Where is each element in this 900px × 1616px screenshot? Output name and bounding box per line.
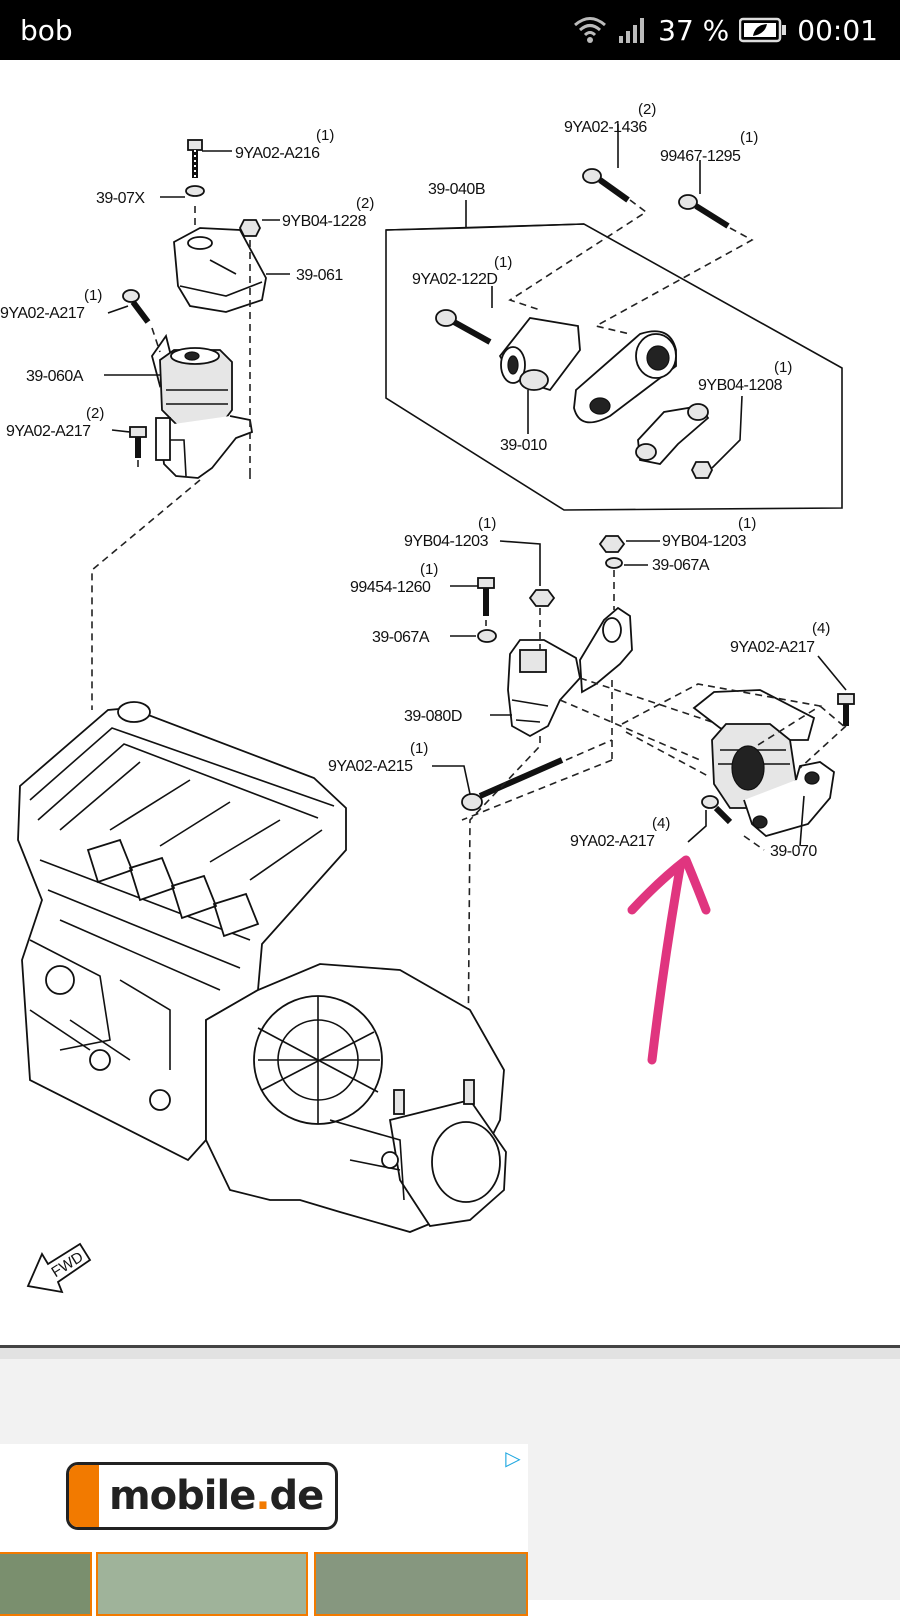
washer-07x-icon — [185, 185, 205, 197]
label-a217-far: 9YA02-A217 — [730, 639, 815, 656]
ad-choices-icon[interactable]: ▷ — [505, 1448, 521, 1470]
label-1208: 9YB04-1208 — [698, 377, 783, 394]
logo-suffix: de — [269, 1473, 325, 1519]
mount-080d-group — [432, 535, 719, 1061]
label-1203-left: 9YB04-1203 — [404, 533, 489, 550]
ad-thumbnail[interactable] — [314, 1552, 528, 1616]
washer-067a-right-icon — [605, 557, 623, 569]
label-99454: 99454-1260 — [350, 579, 431, 596]
mount-060a-icon — [151, 333, 254, 479]
bolt-a216-icon — [187, 139, 203, 178]
battery-percent: 37 % — [658, 13, 730, 47]
bolt-99454-icon — [477, 577, 495, 616]
mount-070-group — [621, 655, 855, 851]
carrier-name: bob — [20, 14, 73, 47]
nut-1203-left-icon — [528, 589, 556, 607]
pink-arrow-annotation — [627, 855, 711, 1065]
bolt-1436-icon — [582, 168, 630, 203]
bolt-a217-top-icon — [122, 289, 151, 324]
label-010: 39-010 — [500, 437, 547, 454]
ad-banner[interactable]: ▷ mobile.de — [0, 1444, 528, 1616]
label-122d-qty: (1) — [494, 254, 512, 271]
label-1203-right-qty: (1) — [738, 515, 756, 532]
label-1228: 9YB04-1228 — [282, 213, 367, 230]
nut-1203-right-icon — [598, 535, 626, 553]
signal-icon — [619, 18, 645, 43]
label-a217-low: 9YA02-A217 — [570, 833, 655, 850]
engine-mount-diagram: FWD 9YA02-A216 (1) 39-07X 9YB04-1228 (2)… — [0, 60, 900, 1350]
logo-text: mobile.de — [99, 1473, 325, 1519]
mount-070-icon — [692, 689, 835, 837]
label-1228-qty: (2) — [356, 195, 374, 212]
logo-accent — [69, 1465, 99, 1527]
clock: 00:01 — [797, 13, 878, 47]
nut-1228-icon — [238, 219, 262, 237]
label-a215: 9YA02-A215 — [328, 758, 413, 775]
label-a216-qty: (1) — [316, 127, 334, 144]
label-07x: 39-07X — [96, 190, 145, 207]
logo-prefix: mobile — [109, 1473, 256, 1519]
ad-thumbnail[interactable] — [0, 1552, 92, 1616]
label-a216: 9YA02-A216 — [235, 145, 320, 162]
ad-strip: ▷ mobile.de — [0, 1359, 900, 1616]
labels: 9YA02-A216 (1) 39-07X 9YB04-1228 (2) 39-… — [0, 101, 830, 860]
label-080d: 39-080D — [404, 708, 462, 725]
bolt-a217-left-icon — [129, 426, 147, 458]
box-040b-group — [385, 124, 843, 511]
label-1203-right: 9YB04-1203 — [662, 533, 747, 550]
label-a217-top: 9YA02-A217 — [0, 305, 85, 322]
status-bar: bob 37 % 00:01 — [0, 0, 900, 60]
bolt-1295-icon — [678, 194, 730, 229]
bushing-010-icon — [498, 317, 581, 392]
label-a215-qty: (1) — [410, 740, 428, 757]
nut-1208-icon — [690, 461, 714, 479]
battery-icon — [739, 17, 787, 43]
transmission-icon — [205, 963, 507, 1233]
label-99467: 99467-1295 — [660, 148, 741, 165]
diagram-svg: FWD 9YA02-A216 (1) 39-07X 9YB04-1228 (2)… — [0, 101, 855, 1294]
ad-thumbnails — [0, 1552, 528, 1616]
small-bracket-icon — [635, 403, 710, 465]
label-a217-left: 9YA02-A217 — [6, 423, 91, 440]
left-mount-group — [91, 139, 290, 710]
logo-dot: . — [255, 1473, 270, 1519]
label-067a-right: 39-067A — [652, 557, 710, 574]
engine-block-icon — [17, 701, 347, 1162]
label-122d: 9YA02-122D — [412, 271, 497, 288]
bolt-a217-low-icon — [701, 795, 733, 825]
ad-thumbnail[interactable] — [96, 1552, 308, 1616]
label-a217-left-qty: (2) — [86, 405, 104, 422]
bolt-a215-icon — [461, 757, 564, 811]
label-060a: 39-060A — [26, 368, 84, 385]
washer-067a-left-icon — [477, 629, 497, 643]
label-061: 39-061 — [296, 267, 343, 284]
torque-link-icon — [573, 330, 677, 424]
bracket-061-hole-icon — [187, 236, 213, 250]
page-divider — [0, 1345, 900, 1362]
label-a217-far-qty: (4) — [812, 620, 830, 637]
label-a217-top-qty: (1) — [84, 287, 102, 304]
label-1436: 9YA02-1436 — [564, 119, 647, 136]
bolt-a217-far-icon — [837, 693, 855, 726]
mobile-de-logo: mobile.de — [66, 1462, 338, 1530]
status-icons: 37 % 00:01 — [572, 0, 878, 60]
wifi-icon — [574, 17, 607, 43]
label-040b: 39-040B — [428, 181, 485, 198]
label-067a-left: 39-067A — [372, 629, 430, 646]
fwd-arrow-icon: FWD — [26, 1242, 92, 1294]
label-1436-qty: (2) — [638, 101, 656, 118]
bracket-080d-icon — [507, 606, 633, 738]
bracket-061-icon — [173, 227, 267, 313]
label-070: 39-070 — [770, 843, 817, 860]
label-99467-qty: (1) — [740, 129, 758, 146]
label-99454-qty: (1) — [420, 561, 438, 578]
bolt-122d-icon — [435, 309, 492, 345]
label-1208-qty: (1) — [774, 359, 792, 376]
label-1203-left-qty: (1) — [478, 515, 496, 532]
label-a217-low-qty: (4) — [652, 815, 670, 832]
